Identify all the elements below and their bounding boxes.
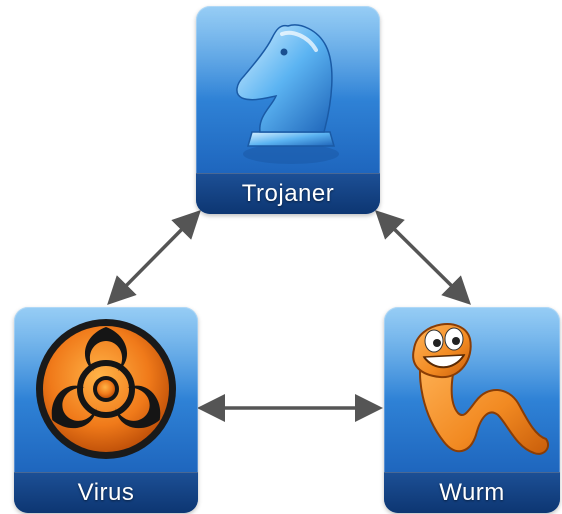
chess-knight-icon: [196, 6, 380, 176]
node-wurm: Wurm: [384, 307, 560, 513]
node-label-trojaner: Trojaner: [241, 180, 335, 207]
node-label-wurm: Wurm: [439, 479, 505, 506]
node-trojaner: Trojaner: [196, 6, 380, 214]
edge-trojaner-wurm: [375, 210, 471, 305]
node-virus: Virus: [14, 307, 198, 513]
label-bar: [14, 472, 198, 513]
label-bar: [196, 173, 380, 214]
node-label-virus: Virus: [77, 479, 135, 506]
edge-trojaner-virus: [107, 210, 201, 305]
biohazard-icon: [14, 307, 198, 475]
worm-icon: [384, 307, 560, 475]
label-bar: [384, 472, 560, 513]
